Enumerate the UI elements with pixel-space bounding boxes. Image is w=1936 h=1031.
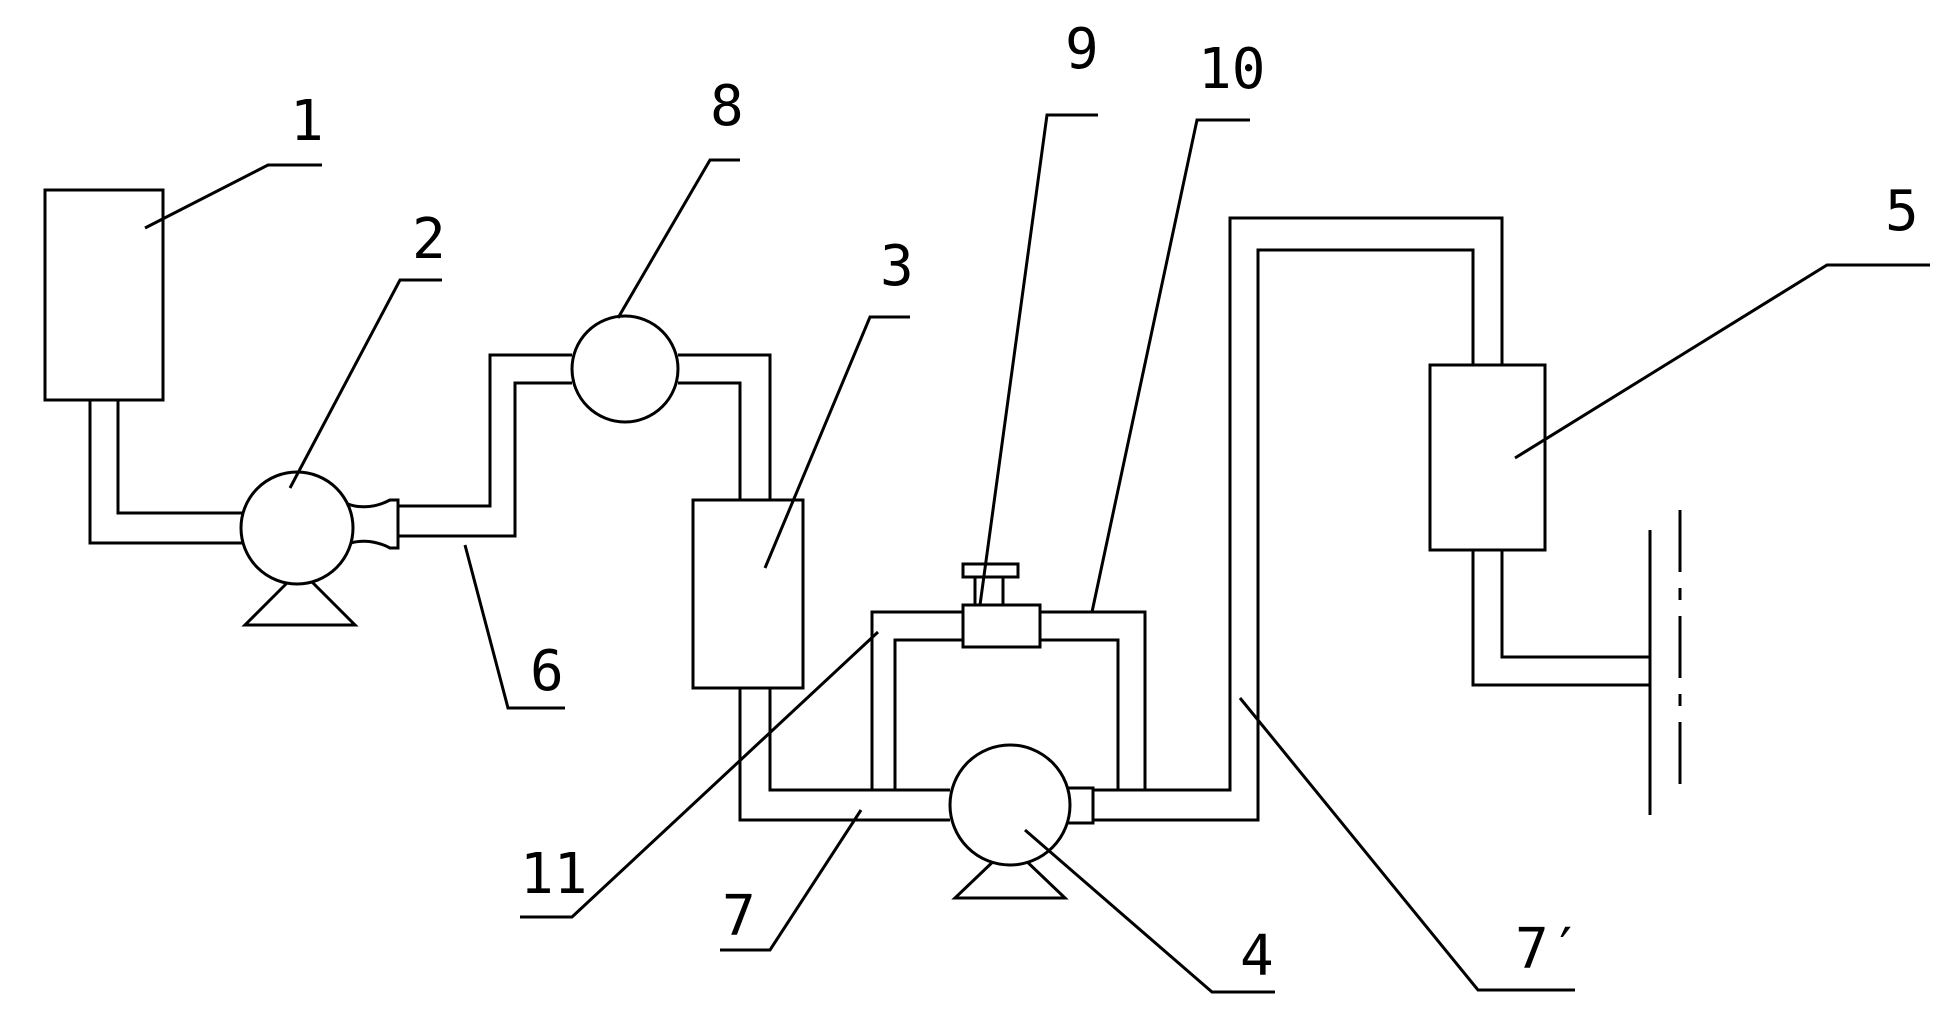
label-10: 10 [1198, 37, 1265, 102]
label-2: 2 [412, 207, 446, 272]
vessel-5 [1428, 363, 1547, 552]
label-7: 7 [722, 884, 756, 949]
filter-8 [570, 314, 680, 424]
label-5: 5 [1885, 179, 1919, 244]
label-9: 9 [1065, 17, 1099, 82]
label-11: 11 [520, 842, 587, 907]
wall-boundary [1648, 510, 1682, 815]
vessel-3 [691, 498, 805, 690]
leader-lines [144, 113, 1930, 994]
label-8: 8 [710, 74, 744, 139]
pipe-7-prime [1093, 216, 1504, 822]
label-6: 6 [530, 639, 564, 704]
pump-2 [239, 470, 400, 627]
pipe-6 [395, 353, 572, 538]
pipe-7 [738, 688, 950, 822]
label-1: 1 [290, 89, 324, 154]
label-3: 3 [880, 234, 914, 299]
pipe-tank1-pump2 [88, 400, 245, 545]
pipe-filter8-vessel3 [678, 353, 772, 500]
tank-1 [43, 188, 165, 402]
label-7-prime: 7′ [1515, 917, 1582, 982]
pump-4 [948, 743, 1095, 900]
pipe-outlet [1471, 550, 1650, 687]
valve-9 [961, 562, 1042, 649]
pipe-bypass-11 [870, 610, 1147, 790]
label-4: 4 [1240, 924, 1274, 989]
